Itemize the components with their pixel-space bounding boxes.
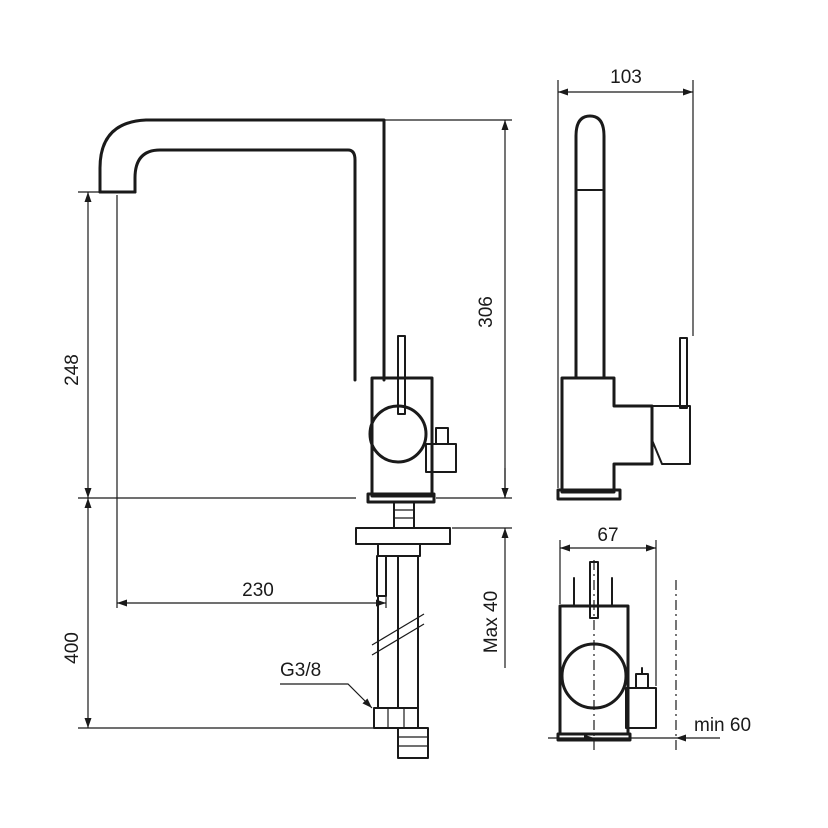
dim-label-306: 306 [476, 296, 497, 328]
rear-side-valve [625, 687, 657, 729]
dim-label-min60: min 60 [694, 715, 751, 736]
spout-inner [133, 148, 357, 382]
dim-label-230: 230 [242, 580, 274, 601]
shank-upper [393, 501, 415, 529]
hose-break [371, 613, 425, 646]
front-view [98, 118, 457, 759]
side-valve-body [651, 405, 691, 465]
faucet-body [370, 376, 434, 498]
side-view [556, 114, 691, 501]
lever-handle [397, 335, 406, 415]
side-base [556, 488, 622, 501]
threaded-stud [376, 555, 387, 597]
mounting-nut [377, 543, 421, 557]
dim-label-max40: Max 40 [481, 591, 502, 653]
side-lever [679, 337, 688, 409]
rear-dimensions: 67 min 60 [548, 525, 751, 752]
rear-side-valve-knob [635, 673, 649, 689]
dim-label-248: 248 [62, 354, 83, 386]
faucet-base [366, 492, 436, 504]
dim-label-400: 400 [62, 632, 83, 664]
front-dimensions: 248 306 400 230 Max 40 G3/8 [62, 119, 512, 729]
rear-view [556, 560, 657, 752]
rear-base [556, 732, 632, 742]
spout-outer [98, 118, 386, 382]
side-valve-knob [435, 427, 449, 445]
dim-label-67: 67 [597, 525, 618, 546]
side-dimensions: 103 [557, 67, 694, 488]
thread-label: G3/8 [280, 660, 321, 681]
side-spout [574, 114, 606, 380]
thread-leader [280, 683, 373, 709]
hose-connection-nut [373, 707, 419, 729]
mounting-plate [355, 527, 451, 545]
side-body [560, 376, 654, 494]
dim-label-103: 103 [610, 67, 642, 88]
hose-connector [397, 727, 429, 759]
